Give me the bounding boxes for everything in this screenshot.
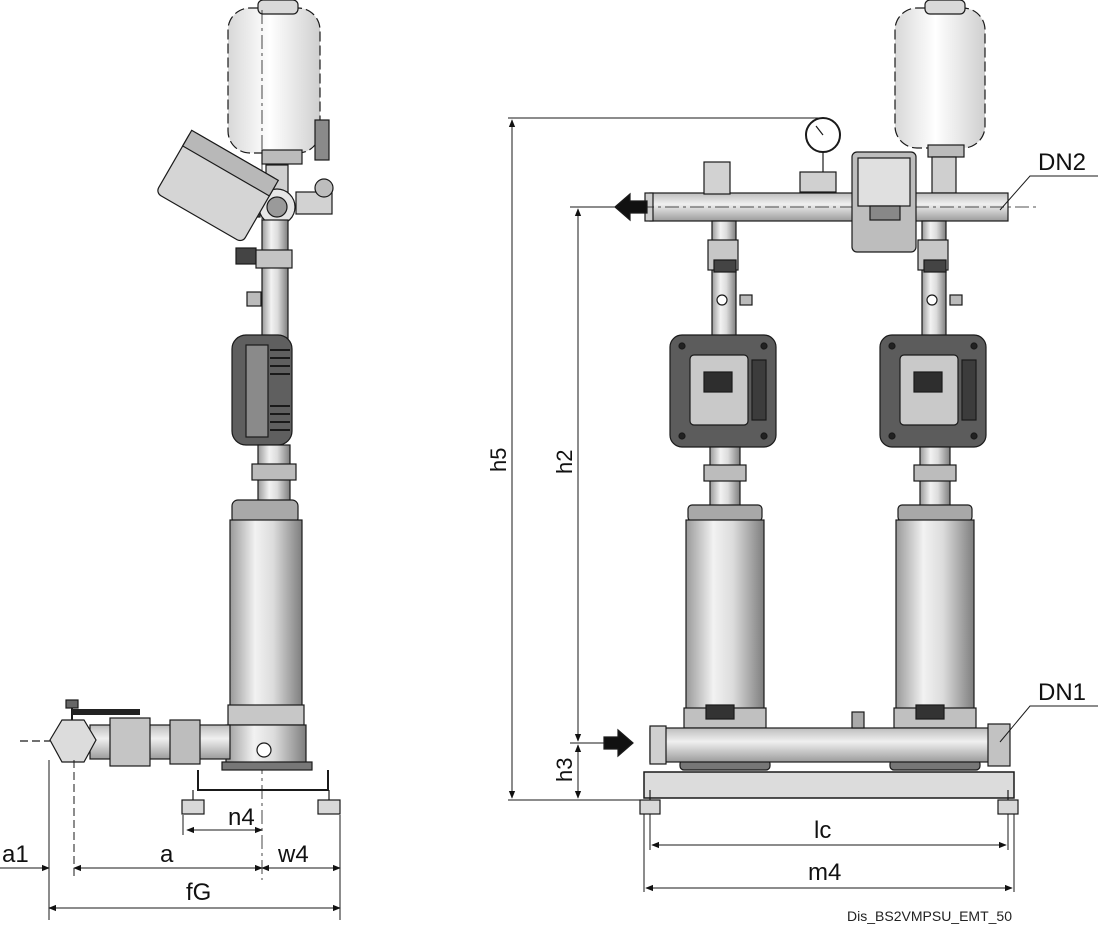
dim-a-label: a [160,841,174,868]
pump-motor-side [221,499,313,771]
pump-2 [879,220,987,771]
dim-w4-label: w4 [277,841,309,868]
front-dimensions [508,117,1098,892]
connection-dn2-label: DN2 [1038,149,1086,176]
connection-dn1-label: DN1 [1038,679,1086,706]
inverter-2 [879,334,987,448]
expansion-tank [227,0,321,165]
dim-h3-label: h3 [552,758,577,782]
dim-m4-label: m4 [808,859,841,886]
suction-valve-side [20,699,231,767]
control-box [157,129,280,242]
pressure-switch-box [851,151,917,253]
dim-a1-label: a1 [2,841,29,868]
dim-h2-label: h2 [552,450,577,474]
inverter-side [231,334,293,446]
dim-lc-label: lc [814,817,831,844]
dim-n4-label: n4 [228,804,255,831]
inverter-1 [669,334,777,448]
base-frame [643,771,1015,799]
outlet-arrow [614,192,648,222]
side-view [20,0,341,880]
pump-1 [669,220,777,771]
dim-fG-label: fG [186,879,211,906]
inlet-arrow [603,728,634,758]
side-dimensions [0,760,341,920]
front-view [590,0,1040,815]
suction-manifold [649,727,1009,763]
dim-h5-label: h5 [486,448,511,472]
drawing-caption: Dis_BS2VMPSU_EMT_50 [847,908,1012,924]
